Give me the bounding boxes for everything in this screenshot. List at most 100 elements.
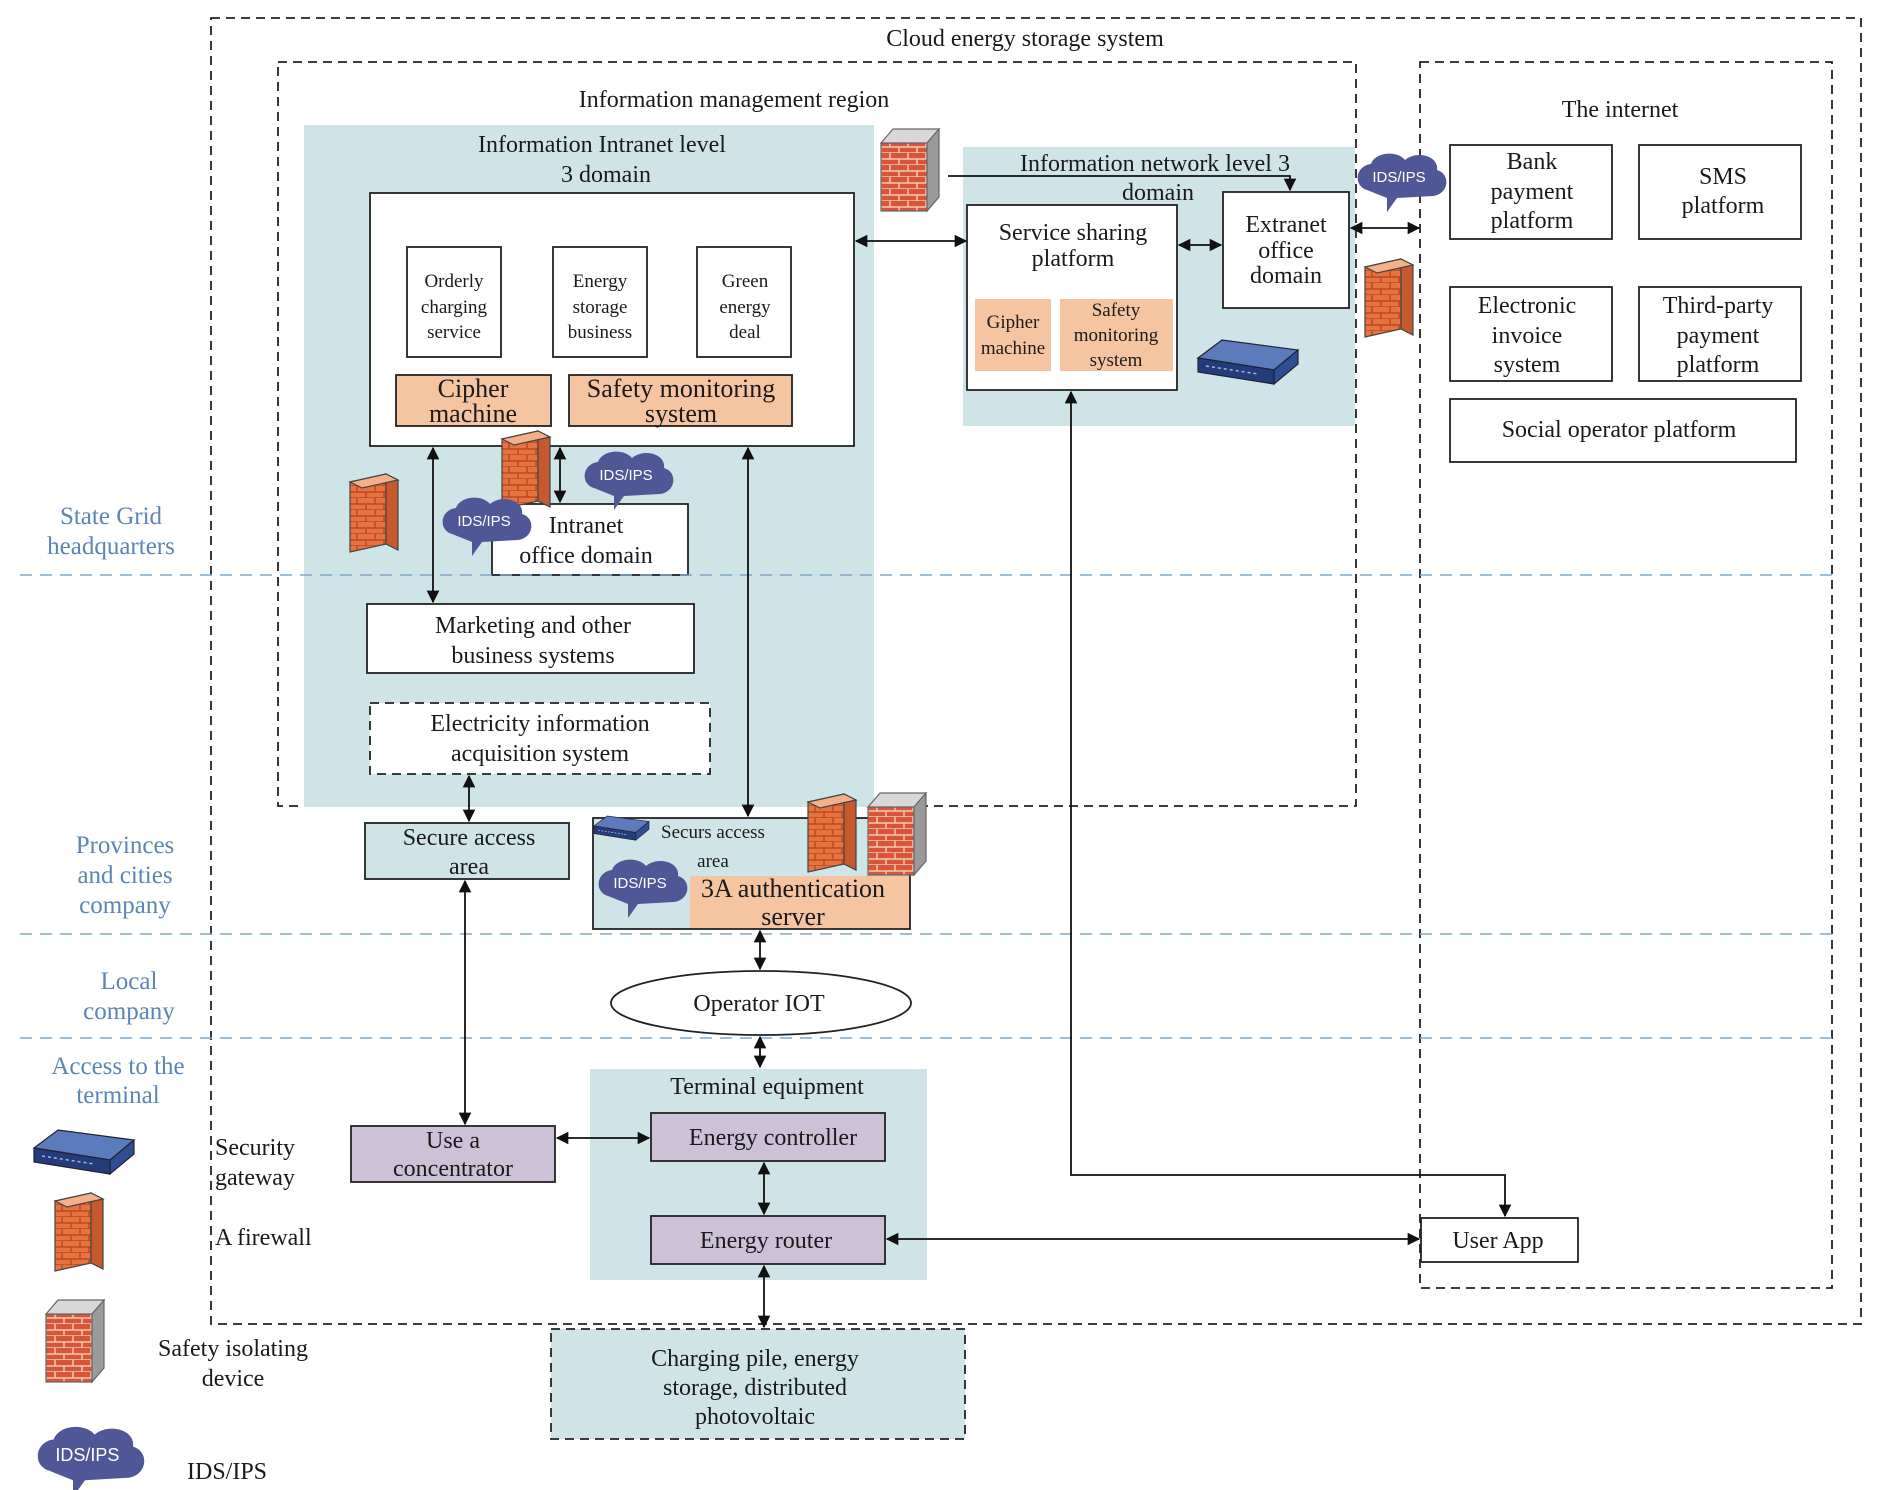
app-energy-l2: storage: [573, 297, 628, 318]
marketing-business-systems: [366, 603, 695, 674]
energy-controller: [650, 1112, 886, 1162]
tier-prov-l3: company: [79, 892, 171, 919]
3a-authentication-server: [690, 876, 909, 928]
internet-title: The internet: [1562, 97, 1679, 123]
operator-iot-label: Operator IOT: [693, 991, 825, 1017]
tier-prov-l2: and cities: [77, 862, 172, 889]
extranet-l3: domain: [1250, 263, 1322, 289]
tier-terminal-l1: Access to the: [51, 1053, 184, 1080]
app-energy-l3: business: [568, 322, 632, 343]
firewall-icon: [807, 793, 857, 873]
secure-right-l1: Securs access: [661, 822, 765, 843]
svg-text:IDS/IPS: IDS/IPS: [1372, 169, 1425, 186]
secure-right-l2: area: [697, 851, 729, 872]
safety-isolating-device-icon: [867, 792, 927, 876]
electronic-invoice-system: [1449, 286, 1613, 382]
conn-isolator-to-extranet: [948, 175, 1297, 192]
marketing-l1: Marketing and other: [435, 613, 631, 639]
firewall-icon: [501, 430, 551, 510]
concentrator-l2: concentrator: [393, 1156, 513, 1182]
thirdparty-l3: platform: [1677, 352, 1760, 378]
cipher-machine-l2: machine: [429, 399, 517, 428]
tier-prov-l1: Provinces: [76, 832, 175, 859]
tier-terminal-l2: terminal: [76, 1082, 159, 1109]
network-safety-monitoring: [1060, 299, 1173, 371]
legend-isolating-l2: device: [202, 1366, 265, 1392]
intranet-office-l1: Intranet: [549, 513, 624, 539]
legend-firewall-icon: [54, 1192, 104, 1272]
safety-isolating-device-icon: [880, 128, 940, 212]
user-app-label: User App: [1452, 1228, 1543, 1254]
app-orderly-l1: Orderly: [424, 271, 484, 292]
concentrator-l1: Use a: [426, 1128, 480, 1154]
app-orderly-l2: charging: [421, 297, 488, 318]
energy-router-label: Energy router: [700, 1228, 832, 1254]
concentrator: [350, 1125, 556, 1183]
charging-l2: storage, distributed: [663, 1375, 847, 1401]
auth-l2: server: [761, 902, 825, 931]
net-safety-l2: monitoring: [1074, 325, 1159, 346]
user-app: [1420, 1217, 1579, 1263]
tier-hq-l2: headquarters: [47, 533, 175, 560]
gipher-l2: machine: [981, 338, 1045, 359]
invoice-l2: invoice: [1492, 323, 1563, 349]
bank-l3: platform: [1491, 208, 1574, 234]
intranet-domain-title-1: Information Intranet level: [478, 132, 726, 158]
system-title: Cloud energy storage system: [886, 26, 1164, 52]
app-green-energy: [696, 246, 792, 358]
marketing-l2: business systems: [451, 643, 614, 669]
bank-l1: Bank: [1507, 149, 1558, 175]
charging-l1: Charging pile, energy: [651, 1346, 859, 1372]
svg-text:IDS/IPS: IDS/IPS: [55, 1445, 119, 1465]
svg-text:IDS/IPS: IDS/IPS: [457, 513, 510, 530]
net-safety-l1: Safety: [1092, 300, 1141, 321]
legend-isolating-l1: Safety isolating: [158, 1336, 308, 1362]
firewall-icon: [349, 473, 399, 553]
cloud-energy-storage-system-frame: [210, 17, 1862, 1325]
ids-ips-icon: IDS/IPS: [1357, 153, 1447, 212]
network-domain-title-1: Information network level 3: [1020, 151, 1290, 177]
bank-payment-platform: [1449, 144, 1613, 240]
energy-controller-label: Energy controller: [689, 1125, 857, 1151]
terminal-equipment-title: Terminal equipment: [670, 1074, 864, 1100]
sms-l2: platform: [1682, 193, 1765, 219]
ids-ips-icon: IDS/IPS: [598, 859, 688, 918]
electricity-acquisition-system: [369, 702, 711, 775]
network-domain-title-2: domain: [1122, 180, 1194, 206]
gipher-l1: Gipher: [987, 312, 1040, 333]
secure-access-area-left: [364, 822, 570, 880]
energy-router: [650, 1215, 886, 1265]
cipher-machine: [395, 374, 552, 427]
firewall-icon: [1364, 258, 1414, 338]
intranet-office-l2: office domain: [519, 543, 653, 569]
extranet-office-domain: [1222, 191, 1350, 309]
app-green-l3: deal: [729, 322, 761, 343]
electricity-l2: acquisition system: [451, 741, 629, 767]
app-green-l1: Green: [722, 271, 769, 292]
safety-monitoring-l1: Safety monitoring: [587, 374, 775, 403]
thirdparty-l2: payment: [1677, 323, 1760, 349]
legend-gateway-l1: Security: [215, 1135, 295, 1161]
sms-l1: SMS: [1699, 164, 1747, 190]
internet-frame: [1419, 61, 1833, 1289]
extranet-l1: Extranet: [1245, 212, 1327, 238]
net-safety-l3: system: [1090, 350, 1143, 371]
electricity-l1: Electricity information: [430, 711, 649, 737]
charging-pile-storage-pv: [550, 1328, 966, 1440]
cipher-machine-l1: Cipher: [438, 374, 509, 403]
extranet-l2: office: [1258, 238, 1314, 264]
app-orderly-charging: [406, 246, 502, 358]
secure-left-l1: Secure access: [403, 825, 536, 851]
invoice-l3: system: [1494, 352, 1561, 378]
info-management-region-title: Information management region: [579, 87, 890, 113]
bank-l2: payment: [1491, 179, 1574, 205]
thirdparty-payment-platform: [1638, 286, 1802, 382]
legend-isolating-device-icon: [45, 1299, 105, 1383]
gipher-machine: [975, 299, 1051, 371]
app-energy-storage: [552, 246, 648, 358]
social-operator-label: Social operator platform: [1502, 417, 1737, 443]
invoice-l1: Electronic: [1478, 293, 1577, 319]
legend-gateway-l2: gateway: [215, 1165, 295, 1191]
tier-hq-l1: State Grid: [60, 503, 163, 530]
